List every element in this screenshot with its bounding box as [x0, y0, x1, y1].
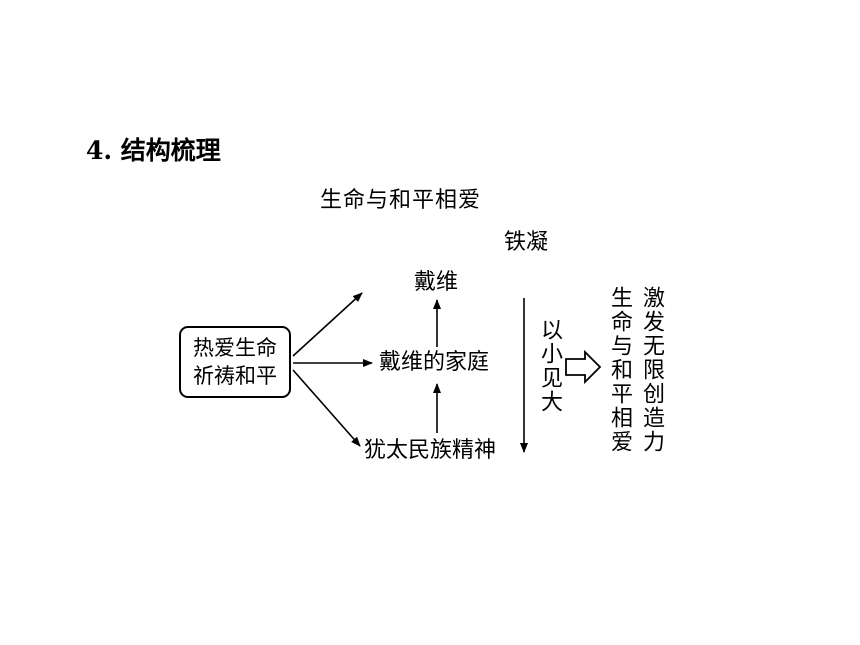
essay-title: 生命与和平相爱 [320, 188, 482, 213]
conclusion-column-2: 生命与和平相爱 [607, 286, 632, 454]
node-jewish-spirit: 犹太民族精神 [364, 438, 497, 463]
conclusion-column-1: 激发无限创造力 [639, 286, 664, 454]
hollow-arrow [565, 349, 602, 385]
method-label: 以小见大 [537, 318, 562, 414]
node-david-family: 戴维的家庭 [379, 350, 490, 375]
arrow-to-david [292, 292, 363, 357]
essay-author: 铁凝 [504, 230, 549, 255]
source-line-1: 热爱生命 [193, 336, 277, 360]
section-heading: 4. 结构梳理 [86, 136, 221, 165]
source-box: 热爱生命 祈祷和平 [179, 326, 291, 398]
source-line-2: 祈祷和平 [193, 364, 277, 388]
arrow-to-spirit [292, 369, 361, 447]
node-david: 戴维 [414, 270, 459, 295]
